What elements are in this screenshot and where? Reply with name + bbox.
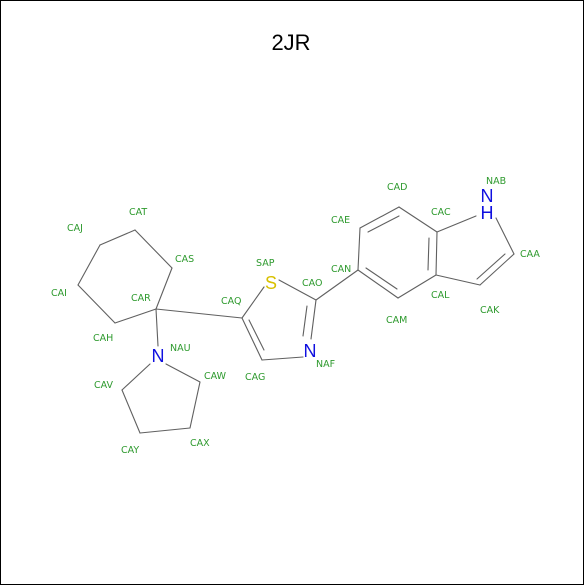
label-cam: CAM — [386, 315, 407, 326]
label-cax: CAX — [190, 438, 210, 449]
atom-nau-symbol: N — [152, 346, 165, 366]
label-cac: CAC — [431, 207, 451, 218]
bond-cax-cay — [139, 427, 191, 434]
label-caw: CAW — [204, 371, 227, 382]
label-cad: CAD — [387, 182, 407, 193]
bond-nab-caa — [495, 217, 515, 255]
bond-cai-cah — [77, 284, 116, 324]
label-sap: SAP — [256, 258, 275, 269]
label-cal: CAL — [431, 290, 450, 301]
bond-caj-cai — [77, 244, 101, 286]
atom-naf-symbol: N — [304, 341, 317, 361]
label-car: CAR — [131, 293, 151, 304]
label-cai: CAI — [51, 288, 67, 299]
label-nab: NAB — [486, 176, 506, 187]
bond-cac-cal-2 — [427, 237, 430, 271]
bond-cay-cav — [121, 389, 141, 434]
bond-cam-can — [357, 269, 399, 299]
hetero-atoms: N S N N H — [152, 186, 494, 366]
label-cag: CAG — [245, 372, 265, 383]
bond-cag-caq-2 — [248, 319, 265, 351]
label-cao: CAO — [302, 278, 322, 289]
atom-sap-symbol: S — [265, 273, 277, 293]
label-cay: CAY — [121, 445, 139, 456]
bond-cah-car — [114, 308, 157, 324]
bond-cal-cam — [397, 274, 437, 299]
atom-nab-hydrogen: H — [481, 203, 494, 223]
label-caa: CAA — [520, 249, 540, 260]
label-naf: NAF — [316, 359, 335, 370]
label-cav: CAV — [94, 380, 114, 391]
label-cat: CAT — [129, 207, 147, 218]
bond-cao-naf — [310, 299, 317, 340]
label-nau: NAU — [170, 343, 191, 354]
label-caq: CAQ — [221, 296, 241, 307]
bond-cav-nau — [121, 363, 151, 391]
bond-sap-cao — [278, 279, 317, 301]
bond-car-cas — [155, 267, 173, 310]
bond-can-cae — [357, 227, 361, 271]
bond-caq-sap — [241, 286, 265, 319]
bond-car-caq — [155, 308, 243, 319]
bond-cam-can-2 — [365, 267, 398, 290]
label-cah: CAH — [93, 333, 113, 344]
bond-cac-cal — [435, 231, 438, 276]
bond-cao-can — [315, 269, 359, 301]
bond-cae-cad-2 — [367, 215, 400, 233]
bond-car-nau — [155, 308, 159, 347]
label-can: CAN — [331, 264, 351, 275]
label-caj: CAJ — [67, 223, 83, 234]
bond-cae-cad — [359, 206, 400, 229]
bonds — [77, 206, 515, 434]
diagram-title: 2JR — [271, 30, 311, 55]
bond-naf-cag — [261, 356, 304, 361]
bond-cag-caq — [241, 317, 263, 361]
bond-caw-cax — [189, 381, 201, 429]
bond-cac-nab — [436, 215, 477, 233]
label-cak: CAK — [480, 305, 500, 316]
label-cas: CAS — [175, 254, 194, 265]
bond-cas-cat — [134, 229, 173, 269]
bond-nau-caw — [165, 363, 201, 383]
bond-cao-naf-2 — [302, 305, 308, 337]
label-cae: CAE — [331, 215, 350, 226]
bond-cat-caj — [99, 229, 136, 246]
bond-caa-cak-2 — [476, 253, 506, 280]
atom-nab-symbol: N — [481, 186, 494, 206]
bond-cak-cal — [435, 274, 481, 286]
atom-labels: CAD NAB CAE CAC CAA CAT CAJ CAS SAP CAN … — [51, 176, 540, 456]
bond-caa-cak — [479, 253, 515, 286]
bond-cad-cac — [398, 206, 438, 233]
